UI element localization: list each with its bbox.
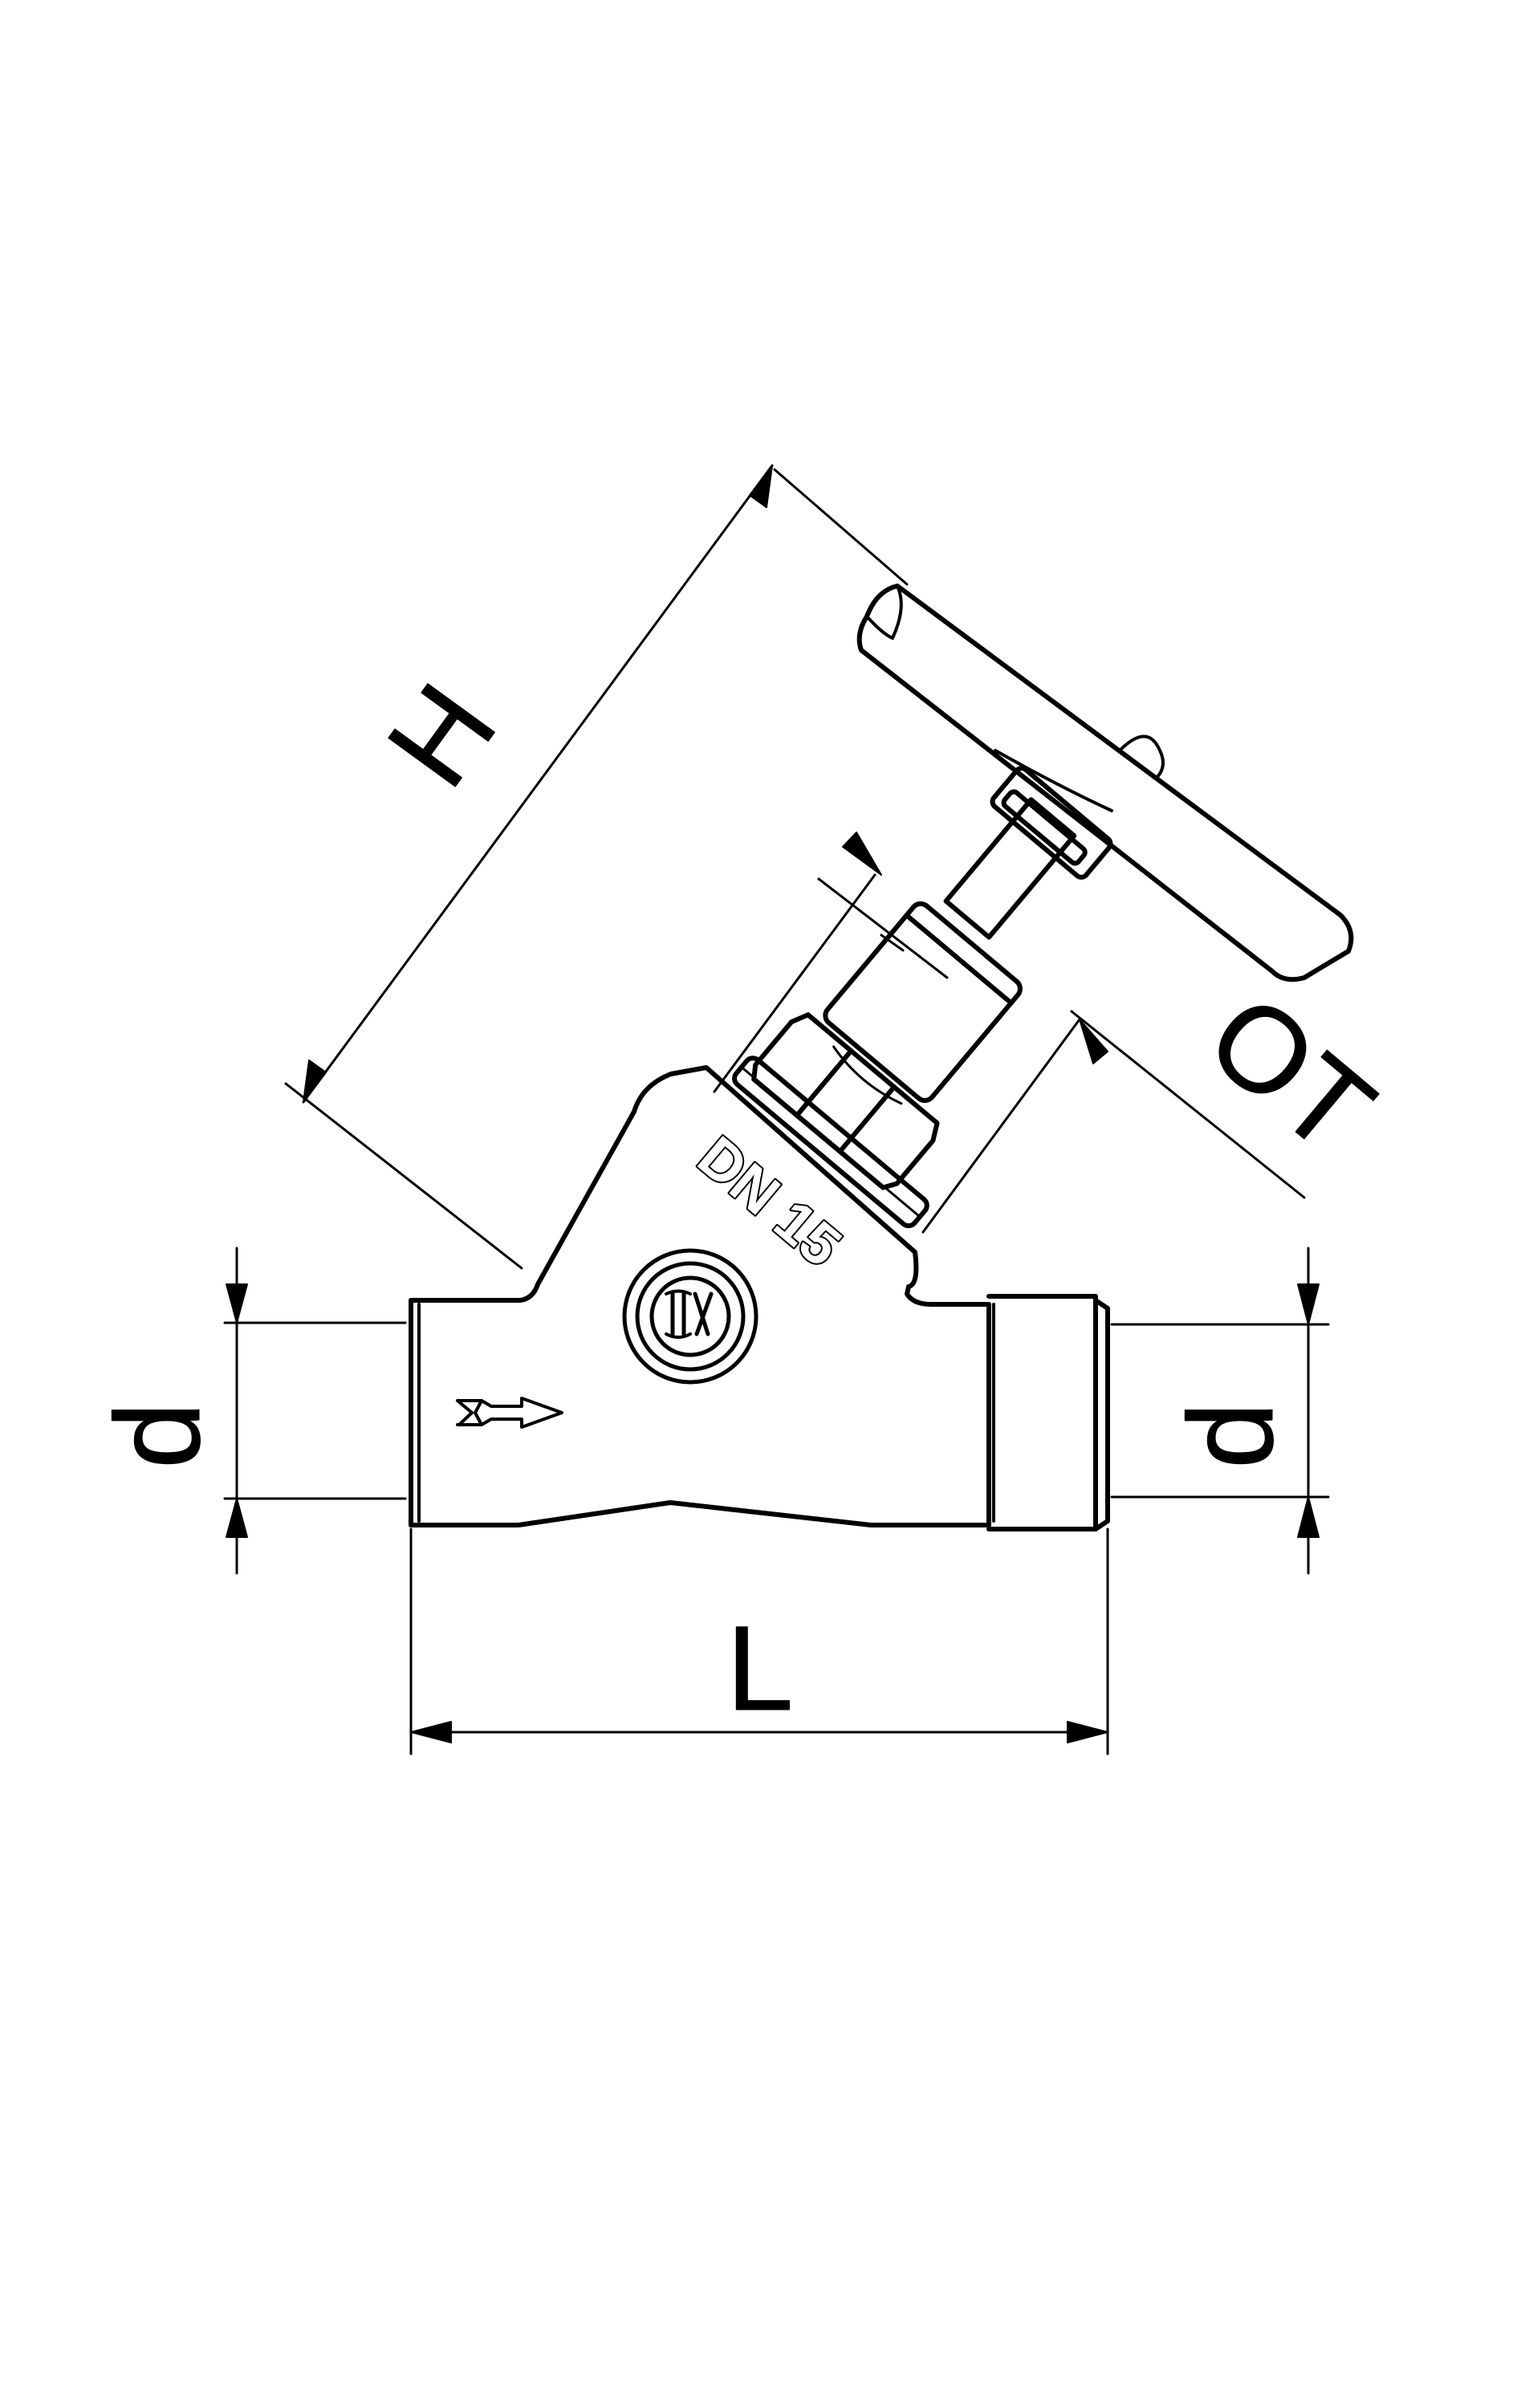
valve-stem: [943, 789, 1088, 940]
dimension-lines: [223, 464, 1330, 1755]
flow-arrow-icon: [456, 1397, 563, 1429]
dimension-label-d-inlet: d: [90, 1402, 225, 1469]
brand-logo-icon: [622, 1248, 758, 1385]
valve-body: [409, 1065, 1110, 1531]
stem-collar: [990, 766, 1113, 880]
dimension-label-d-outlet: d: [1163, 1402, 1298, 1469]
handwheel: [856, 584, 1354, 982]
gland-body: [823, 901, 1023, 1104]
dimension-arrowheads: [226, 465, 1320, 1743]
hex-nut: [751, 1012, 940, 1190]
dimension-label-h: H: [361, 660, 522, 809]
dimension-label-ot: OT: [1183, 968, 1398, 1179]
dimension-label-l: L: [726, 1601, 793, 1735]
